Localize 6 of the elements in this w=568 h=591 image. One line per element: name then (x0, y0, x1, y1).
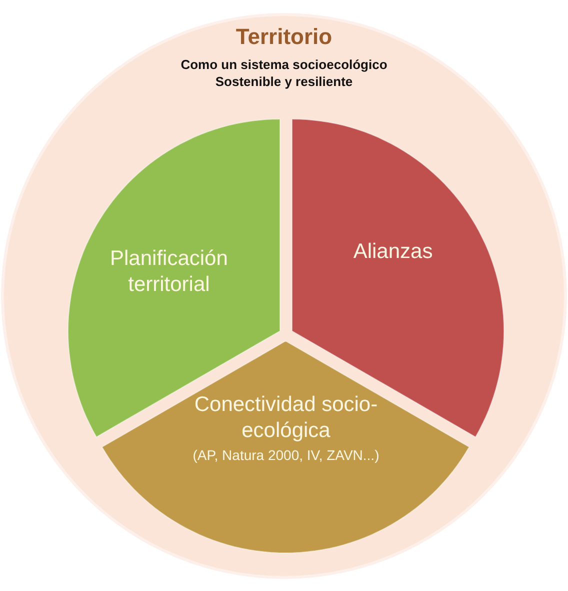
subtitle: Como un sistema socioecológico Sostenible y resiliente (180, 56, 388, 90)
segment-label: Alianzas (352, 239, 434, 266)
segment-note: (AP, Natura 2000, IV, ZAVN...) (192, 446, 380, 464)
segment-label: Planificación territorial (109, 246, 229, 298)
heading: Territorio (234, 24, 334, 50)
segment-label: Conectividad socio-ecológica (193, 392, 379, 444)
